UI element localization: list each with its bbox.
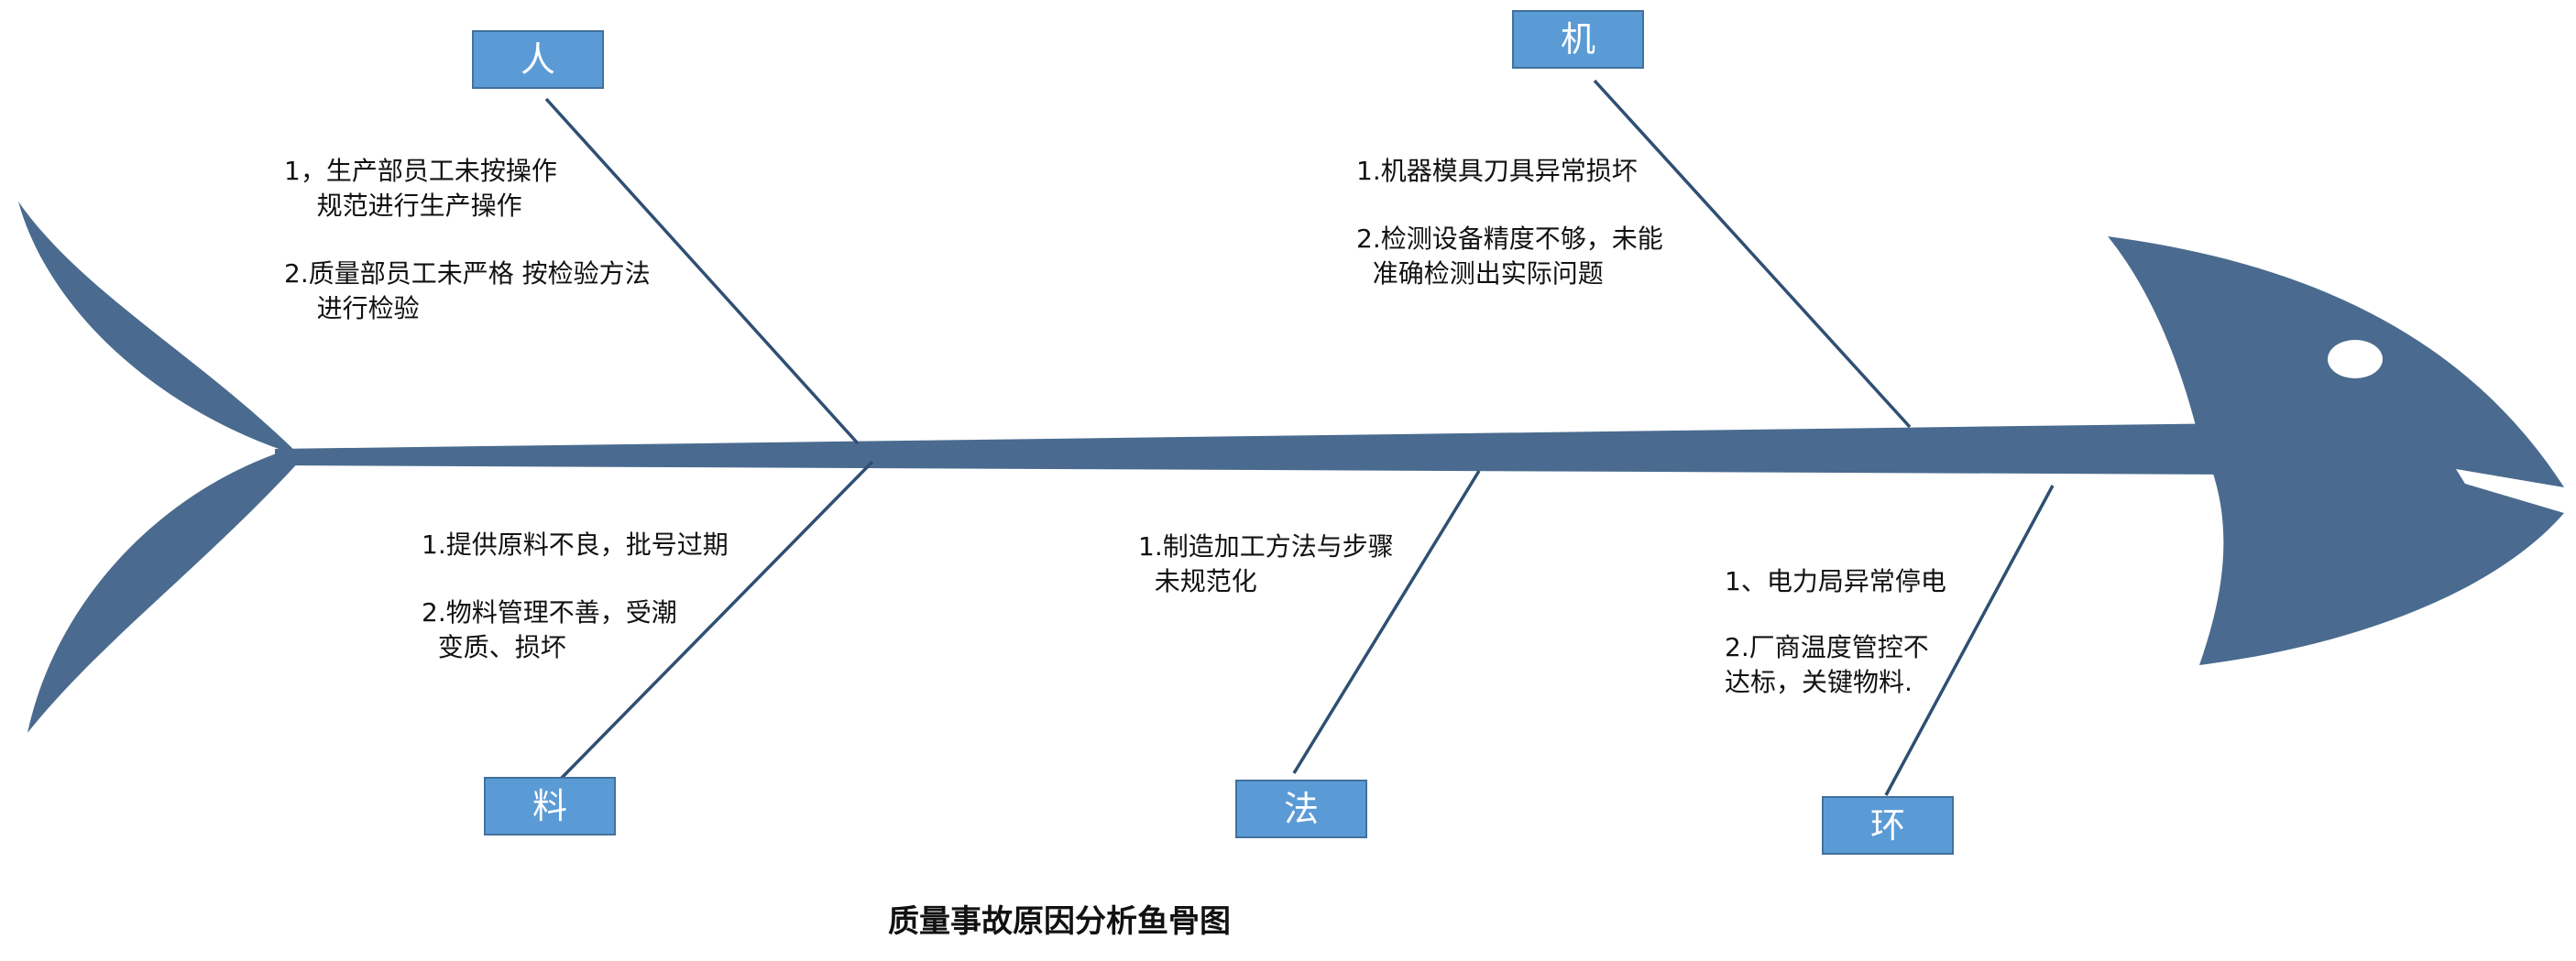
category-label-material: 料 [532,786,567,826]
cause-machine-2: 2.检测设备精度不够，未能 准确检测出实际问题 [1356,224,1663,289]
fish-eye [2328,340,2383,378]
diagram-title: 质量事故原因分析鱼骨图 [888,903,1231,940]
bone-environment [1884,485,2055,796]
category-box-environment: 环 [1822,796,1954,855]
bone-material [559,460,874,781]
fish-tail [18,202,302,733]
category-label-machine: 机 [1560,19,1595,60]
bone-machine [1593,79,1912,429]
cause-material-1: 1.提供原料不良，批号过期 [422,530,729,560]
category-box-material: 料 [484,777,616,835]
cause-method-1: 1.制造加工方法与步骤 未规范化 [1138,531,1394,596]
category-label-environment: 环 [1869,805,1905,846]
cause-environment-1: 1、电力局异常停电 [1725,566,1946,596]
category-box-people: 人 [472,30,604,89]
bone-people [544,97,860,445]
cause-people-2: 2.质量部员工未严格 按检验方法 进行检验 [284,258,651,323]
category-box-machine: 机 [1512,10,1644,69]
category-label-method: 法 [1283,789,1319,829]
cause-machine-1: 1.机器模具刀具异常损坏 [1356,156,1638,186]
category-label-people: 人 [520,39,555,80]
fish-head [2108,236,2564,665]
cause-material-2: 2.物料管理不善，受潮 变质、损坏 [422,597,677,662]
category-box-method: 法 [1235,780,1367,838]
bone-method [1292,470,1481,774]
fish-spine [275,423,2236,475]
cause-people-1: 1，生产部员工未按操作 规范进行生产操作 [284,156,557,221]
cause-environment-2: 2.厂商温度管控不 达标，关键物料. [1725,632,1929,697]
